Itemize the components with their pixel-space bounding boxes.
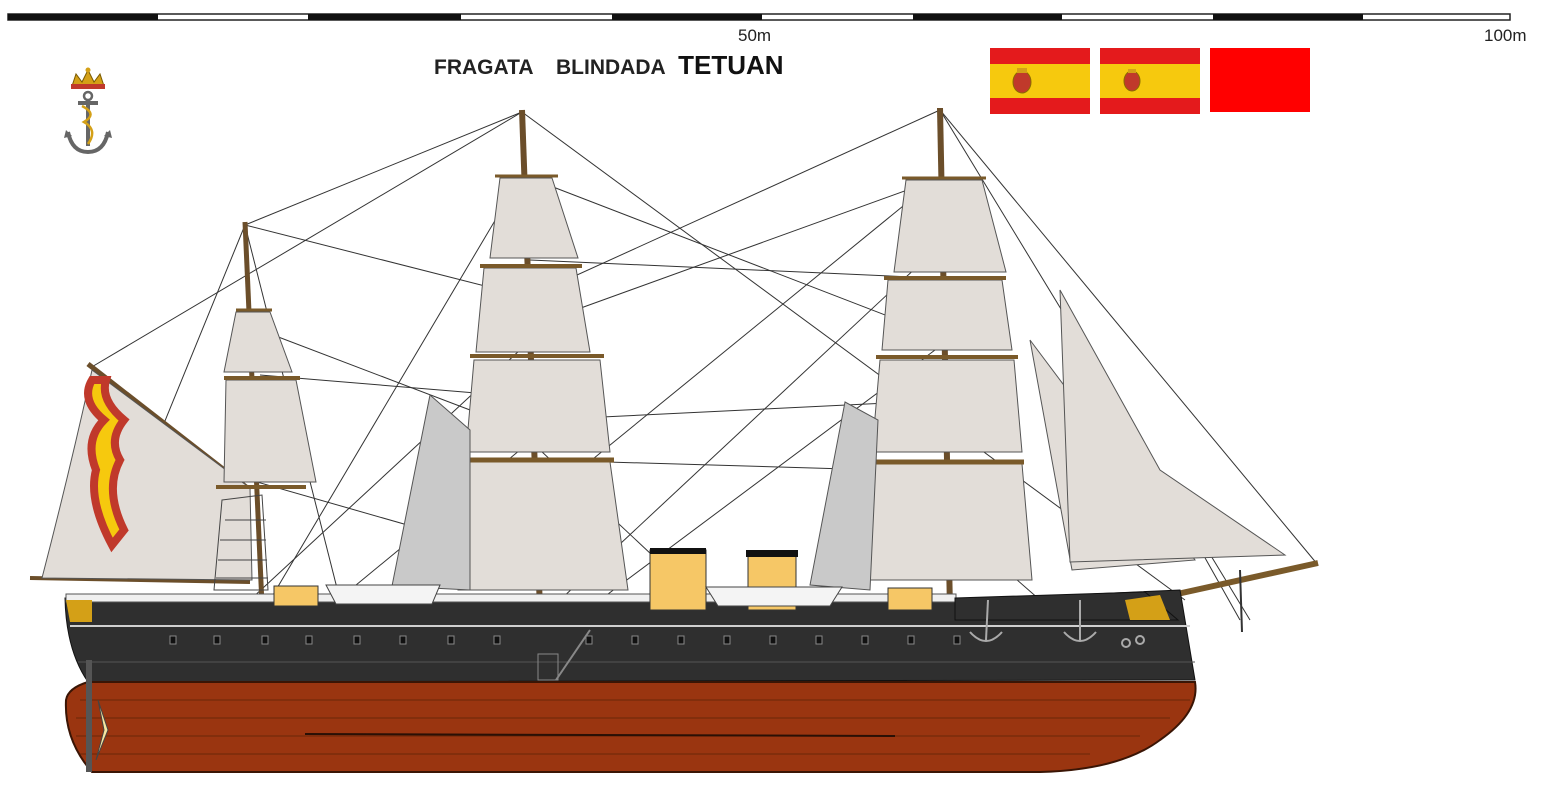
title-ship-name: TETUAN bbox=[678, 50, 784, 80]
boat-fore bbox=[705, 586, 843, 607]
boat-aft bbox=[325, 584, 441, 605]
title-type: BLINDADA bbox=[556, 56, 666, 79]
ship-profile-drawing bbox=[29, 107, 1319, 773]
spanish-flag-arms bbox=[1100, 48, 1200, 114]
anchors bbox=[969, 599, 1145, 648]
scale-label-50: 50m bbox=[738, 26, 772, 45]
main-mast bbox=[391, 109, 629, 611]
mizzen-mast bbox=[29, 221, 317, 606]
navy-anchor-crown-emblem bbox=[64, 67, 112, 155]
spanish-flag-royal-arms bbox=[990, 48, 1090, 114]
scale-label-100: 100m bbox=[1484, 26, 1527, 45]
title-prefix: FRAGATA bbox=[434, 56, 534, 79]
hull-upper bbox=[64, 589, 1196, 683]
portholes bbox=[169, 635, 961, 645]
ship-title: FRAGATA BLINDADA TETUAN bbox=[434, 50, 784, 81]
hull-lower bbox=[64, 681, 1197, 773]
red-flag bbox=[1210, 48, 1310, 112]
funnel-aft bbox=[649, 549, 707, 611]
scale-bar bbox=[7, 13, 1511, 21]
fore-mast bbox=[809, 107, 1287, 611]
